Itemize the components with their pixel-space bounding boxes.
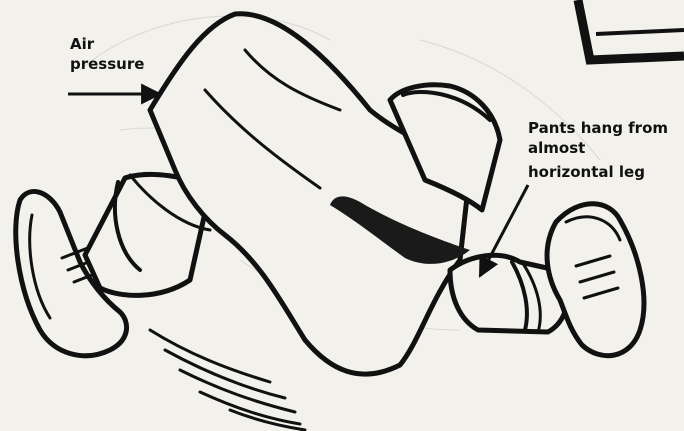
window-frame (578, 0, 684, 60)
air-pressure-label: Air pressure (70, 34, 144, 74)
pants-hang-label-line: almost (528, 138, 668, 158)
pants-hang-label-line: Pants hang from (528, 118, 668, 138)
air-pressure-label-line: Air (70, 34, 144, 54)
pants-hang-label-line: horizontal leg (528, 162, 668, 182)
air-pressure-label-line: pressure (70, 54, 144, 74)
motion-lines (150, 330, 305, 430)
trousers-body (150, 14, 470, 374)
pants-hang-label: Pants hang from almost horizontal leg (528, 118, 668, 182)
right-shoe (547, 204, 644, 356)
